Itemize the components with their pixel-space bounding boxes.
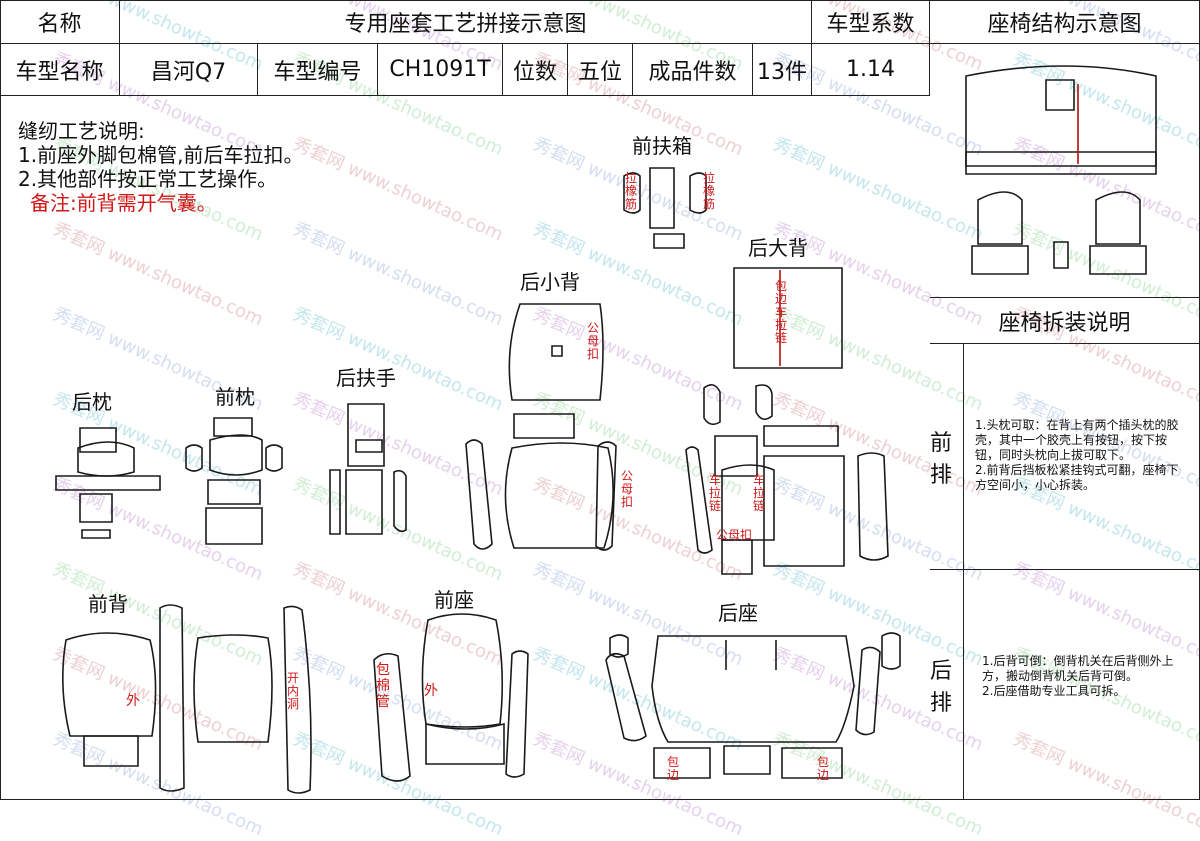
pieces-label: 成品件数 [633,44,753,96]
notes-remark: 备注:前背需开气囊。 [30,191,217,215]
label-zipper-1: 车拉链 [708,473,721,513]
label-zipper-2: 车拉链 [752,473,765,513]
label-cotton-pipe: 包棉管 [376,662,390,710]
model-code: CH1091T [378,44,503,96]
rear-seat-pattern [605,632,901,779]
coef-label: 车型系数 [812,0,930,44]
model-name: 昌河Q7 [120,44,258,96]
label-edge-1: 包边 [666,755,679,782]
part-title-front-headrest: 前枕 [215,385,255,409]
coef-value: 1.14 [812,44,930,96]
label-outer-2: 外 [424,683,438,699]
label-zipper-edge: 包边车拉链 [774,279,787,345]
front-row-text: 1.头枕可取：在背上有两个插头枕的胶壳，其中一个胶壳上有按钮，按下按钮，同时头枕… [975,418,1179,492]
label-snap-3: 公母扣 [716,528,753,542]
pieces-value: 13件 [753,44,812,96]
notes-title: 缝纫工艺说明: [18,119,145,143]
notes-line-1: 1.前座外脚包棉管,前后车拉扣。 [18,143,304,167]
label-inner-hole: 开内洞 [286,671,299,711]
front-headrest-pattern [185,417,283,545]
notes-line-2: 2.其他部件按正常工艺操作。 [18,167,278,191]
seat-structure-sketch [965,65,1157,275]
rear-armrest-pattern [329,403,407,535]
model-code-label: 车型编号 [258,44,378,96]
part-title-rear-armrest: 后扶手 [336,366,396,390]
seats-label: 位数 [503,44,568,96]
part-title-front-armbox: 前扶箱 [632,134,692,158]
label-snap-2: 公母扣 [620,469,633,509]
label-edge-2: 包边 [816,755,829,782]
model-name-label: 车型名称 [0,44,120,96]
rear-row-text: 1.后背可倒：倒背机关在后背侧外上方，搬动倒背机关后背可倒。 2.后座借助专业工… [982,654,1174,698]
front-back-pattern [62,604,312,794]
part-title-rear-seat: 后座 [718,601,758,625]
name-label: 名称 [0,0,120,44]
label-outer-1: 外 [126,693,140,709]
label-elastic-left: 拉橡筋 [624,171,637,211]
front-seat-pattern [373,613,529,782]
rear-headrest-pattern [55,427,161,539]
front-row-label: 前排 [930,344,964,570]
part-title-front-back: 前背 [88,592,128,616]
rear-row-label: 后排 [930,570,964,800]
page-title: 专用座套工艺拼接示意图 [120,0,812,44]
part-title-front-seat: 前座 [434,588,474,612]
part-title-rear-headrest: 后枕 [72,390,112,414]
disassembly-title: 座椅拆装说明 [930,298,1200,344]
label-elastic-right: 拉橡筋 [702,171,715,211]
seats-value: 五位 [568,44,633,96]
rear-big-back-pattern [685,267,889,575]
front-armbox-pattern [623,167,707,249]
part-title-rear-big-back: 后大背 [748,236,808,260]
pattern-drawings [55,65,1157,794]
part-title-rear-small-back: 后小背 [520,270,580,294]
label-snap-1: 公母扣 [586,321,599,361]
rear-small-back-pattern [465,303,617,551]
